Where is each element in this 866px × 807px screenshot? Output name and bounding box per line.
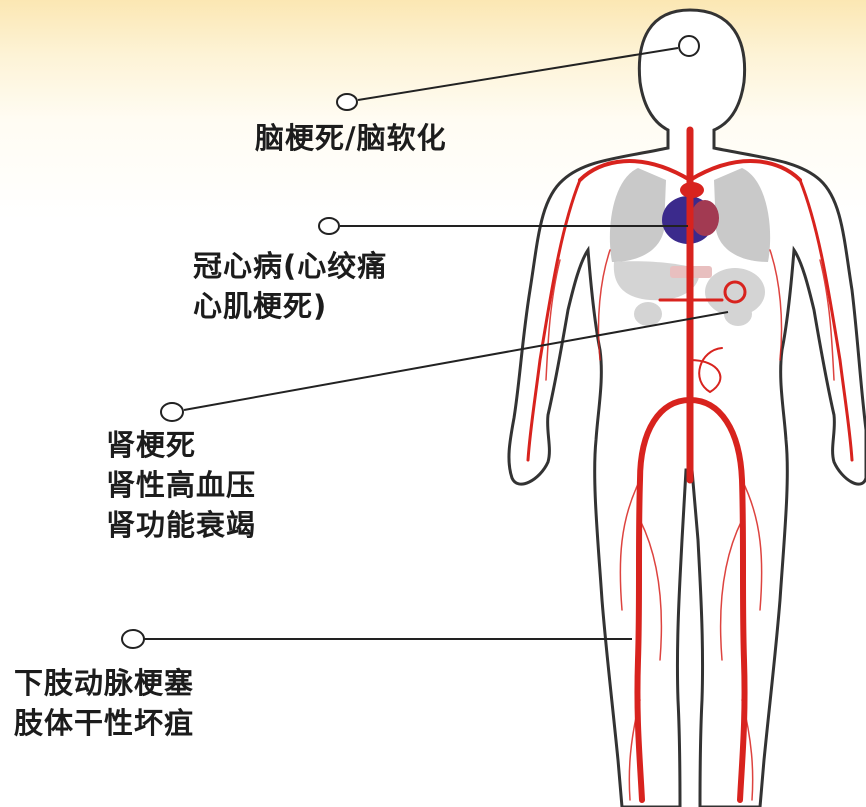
brain-marker bbox=[679, 36, 699, 56]
kidney-line-2: 肾性高血压 bbox=[106, 465, 256, 505]
kidney-line-1: 肾梗死 bbox=[106, 425, 256, 465]
kidney-callout-dot bbox=[161, 403, 183, 421]
heart-line-1: 冠心病(心绞痛 bbox=[193, 246, 387, 286]
legs-line-1: 下肢动脉梗塞 bbox=[14, 663, 194, 703]
heart-disease-label: 冠心病(心绞痛 心肌梗死) bbox=[193, 246, 387, 326]
brain-disease-label: 脑梗死/脑软化 bbox=[255, 118, 447, 158]
brain-callout-dot bbox=[337, 94, 357, 110]
kidney-disease-label: 肾梗死 肾性高血压 肾功能衰竭 bbox=[106, 425, 256, 545]
brain-line-1: 脑梗死/脑软化 bbox=[255, 118, 447, 158]
kidney-line-3: 肾功能衰竭 bbox=[106, 505, 256, 545]
heart-line-2: 心肌梗死) bbox=[193, 286, 387, 326]
legs-line-2: 肢体干性坏疽 bbox=[14, 703, 194, 743]
heart-callout-dot bbox=[319, 218, 339, 234]
legs-callout-dot bbox=[122, 630, 144, 648]
leg-disease-label: 下肢动脉梗塞 肢体干性坏疽 bbox=[14, 663, 194, 743]
